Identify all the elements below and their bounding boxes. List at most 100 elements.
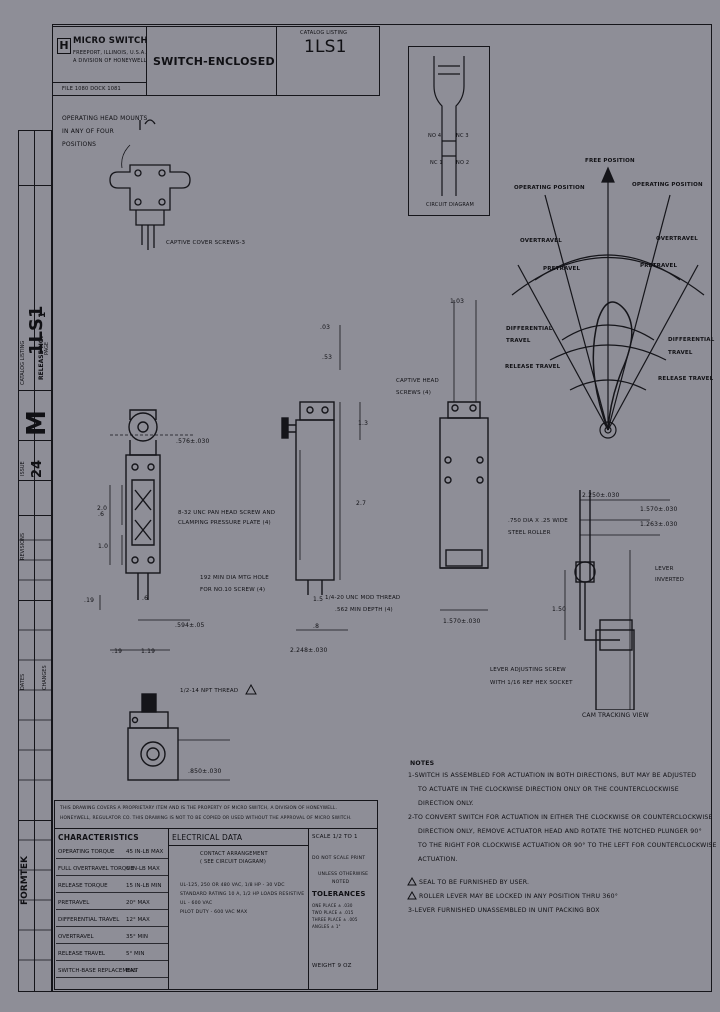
cam-adjust-1: LEVER ADJUSTING SCREW bbox=[490, 667, 566, 673]
pos-diff-l1: DIFFERENTIAL bbox=[506, 326, 553, 332]
head-label-2: IN ANY OF FOUR bbox=[62, 128, 114, 135]
characteristic-value: 5° MIN bbox=[126, 951, 145, 957]
note-line: DIRECTION ONLY, REMOVE ACTUATOR HEAD AND… bbox=[418, 828, 702, 835]
title-divider bbox=[276, 26, 277, 96]
characteristic-label: DIFFERENTIAL TRAVEL bbox=[58, 917, 120, 923]
drawing-border bbox=[52, 24, 712, 992]
front-dim-576: .576±.030 bbox=[176, 438, 210, 445]
company-sub2: A DIVISION OF HONEYWELL bbox=[73, 58, 147, 64]
circuit-nc3: NC 3 bbox=[456, 133, 469, 139]
side-strip-divider bbox=[18, 600, 52, 601]
note-line: TO ACTUATE IN THE CLOCKWISE DIRECTION ON… bbox=[418, 786, 679, 793]
front-dim-594: .594±.05 bbox=[175, 622, 205, 629]
cam-dim-1570: 1.570±.030 bbox=[640, 506, 678, 513]
electrical-line: PILOT DUTY - 600 VAC MAX bbox=[180, 910, 248, 915]
catalog-listing: 1LS1 bbox=[304, 37, 347, 57]
front-note-hole-1: 192 MIN DIA MTG HOLE bbox=[200, 575, 269, 581]
note-line: 1-SWITCH IS ASSEMBLED FOR ACTUATION IN B… bbox=[408, 772, 697, 779]
characteristic-value: BAS bbox=[126, 968, 138, 974]
cam-lever-2: INVERTED bbox=[655, 577, 685, 583]
characteristic-label: SWITCH-BASE REPLACEMENT bbox=[58, 968, 139, 974]
pos-overtravel-r: OVERTRAVEL bbox=[656, 236, 698, 242]
side-page: 1 bbox=[38, 311, 48, 318]
note-line: TO THE RIGHT FOR CLOCKWISE ACTUATION OR … bbox=[418, 842, 717, 849]
company-sub1: FREEPORT, ILLINOIS, U.S.A. bbox=[73, 50, 147, 56]
circuit-no2: NO 2 bbox=[456, 160, 470, 166]
characteristic-row: PRETRAVEL 20° MAX bbox=[56, 897, 168, 910]
front-dim-6: .6 bbox=[98, 511, 105, 518]
side-note-2: .562 MIN DEPTH (4) bbox=[335, 607, 393, 613]
side-dim-2248: 2.248±.030 bbox=[290, 647, 328, 654]
head-label-3: POSITIONS bbox=[62, 141, 97, 148]
characteristic-row: DIFFERENTIAL TRAVEL 12° MAX bbox=[56, 914, 168, 927]
side-view-drawing bbox=[281, 325, 361, 631]
electrical-line: ( SEE CIRCUIT DIAGRAM) bbox=[200, 859, 266, 865]
title-block-frame bbox=[52, 26, 380, 96]
side-dim-8: .8 bbox=[313, 623, 320, 630]
side-dim-15: 1.5 bbox=[313, 596, 324, 603]
back-dim-1570: 1.570±.030 bbox=[443, 618, 481, 625]
warning-triangle-icon bbox=[245, 684, 257, 695]
electrical-line: CONTACT ARRANGEMENT bbox=[200, 851, 268, 857]
head-view-drawing bbox=[109, 119, 191, 250]
side-strip-divider bbox=[34, 130, 35, 992]
characteristic-row: FULL OVERTRAVEL TORQUE 6 IN-LB MAX bbox=[56, 863, 168, 876]
footer-divider bbox=[308, 828, 309, 990]
conduit-dim-850: .850±.030 bbox=[188, 768, 222, 775]
pos-overtravel-l: OVERTRAVEL bbox=[520, 238, 562, 244]
revision-marks bbox=[18, 539, 52, 961]
disclaimer-1: THIS DRAWING COVERS A PROPRIETARY ITEM A… bbox=[60, 806, 338, 811]
characteristic-label: RELEASE TRAVEL bbox=[58, 951, 105, 957]
characteristic-label: OVERTRAVEL bbox=[58, 934, 94, 940]
conduit-npt: 1/2-14 NPT THREAD bbox=[180, 688, 239, 694]
side-issue-label: ISSUE bbox=[20, 461, 26, 476]
back-captive-2: SCREWS (4) bbox=[396, 390, 432, 396]
tolerances-title: TOLERANCES bbox=[312, 890, 366, 898]
characteristic-value: 6 IN-LB MAX bbox=[126, 866, 160, 872]
conduit-view-drawing bbox=[127, 693, 230, 781]
company-logo: H bbox=[57, 38, 71, 54]
pos-operating-l: OPERATING POSITION bbox=[514, 185, 585, 191]
cam-roller-2: STEEL ROLLER bbox=[508, 530, 551, 536]
characteristic-row: RELEASE TRAVEL 5° MIN bbox=[56, 948, 168, 961]
cam-adjust-2: WITH 1/16 REF HEX SOCKET bbox=[490, 680, 573, 686]
notes-heading: NOTES bbox=[410, 760, 435, 767]
characteristic-label: FULL OVERTRAVEL TORQUE bbox=[58, 866, 134, 872]
front-note-head-2: CLAMPING PRESSURE PLATE (4) bbox=[178, 520, 271, 526]
cam-dim-2250: 2.250±.030 bbox=[582, 492, 620, 499]
side-note-1: 1/4-20 UNC MOD THREAD bbox=[325, 595, 401, 601]
electrical-line: STANDARD RATING 10 A, 1/2 HP LOADS RESIS… bbox=[180, 892, 305, 897]
pos-diff-r1: DIFFERENTIAL bbox=[668, 337, 715, 343]
pos-pretravel-r: PRETRAVEL bbox=[640, 263, 678, 269]
product-title: SWITCH-ENCLOSED bbox=[153, 55, 275, 68]
tolerance-row: ONE PLACE ± .030 bbox=[312, 903, 353, 908]
electrical-line: UL - 600 VAC bbox=[180, 901, 213, 906]
pos-operating-r: OPERATING POSITION bbox=[632, 182, 703, 188]
cam-dim-1263: 1.263±.030 bbox=[640, 521, 678, 528]
cam-lever-1: LEVER bbox=[655, 566, 674, 572]
footer-divider bbox=[168, 828, 169, 990]
head-label-1: OPERATING HEAD MOUNTS bbox=[62, 115, 148, 122]
front-dim-6b: .6 bbox=[142, 595, 149, 602]
side-dim-03: .03 bbox=[320, 324, 331, 331]
pos-free: FREE POSITION bbox=[585, 158, 635, 164]
note-line: ACTUATION. bbox=[418, 856, 458, 863]
characteristic-value: 15 IN-LB MIN bbox=[126, 883, 162, 889]
characteristic-value: 45 IN-LB MAX bbox=[126, 849, 164, 855]
warning-triangle-icon bbox=[407, 877, 417, 886]
cam-caption: CAM TRACKING VIEW bbox=[582, 712, 649, 719]
side-strip-divider bbox=[18, 820, 52, 821]
characteristic-label: PRETRAVEL bbox=[58, 900, 90, 906]
pos-pretravel-l: PRETRAVEL bbox=[543, 266, 581, 272]
circuit-no4: NO 4 bbox=[428, 133, 442, 139]
catalog-label: CATALOG LISTING bbox=[300, 30, 348, 36]
front-dim-19a: .19 bbox=[84, 597, 95, 604]
characteristic-row: RELEASE TORQUE 15 IN-LB MIN bbox=[56, 880, 168, 893]
note-line: DIRECTION ONLY. bbox=[418, 800, 474, 807]
tolerance-row: THREE PLACE ± .005 bbox=[312, 917, 358, 922]
characteristic-row: OVERTRAVEL 35° MIN bbox=[56, 931, 168, 944]
characteristic-value: 35° MIN bbox=[126, 934, 148, 940]
circuit-caption: CIRCUIT DIAGRAM bbox=[426, 202, 474, 208]
side-issue: 24 bbox=[30, 459, 45, 478]
side-strip-divider bbox=[18, 440, 52, 441]
